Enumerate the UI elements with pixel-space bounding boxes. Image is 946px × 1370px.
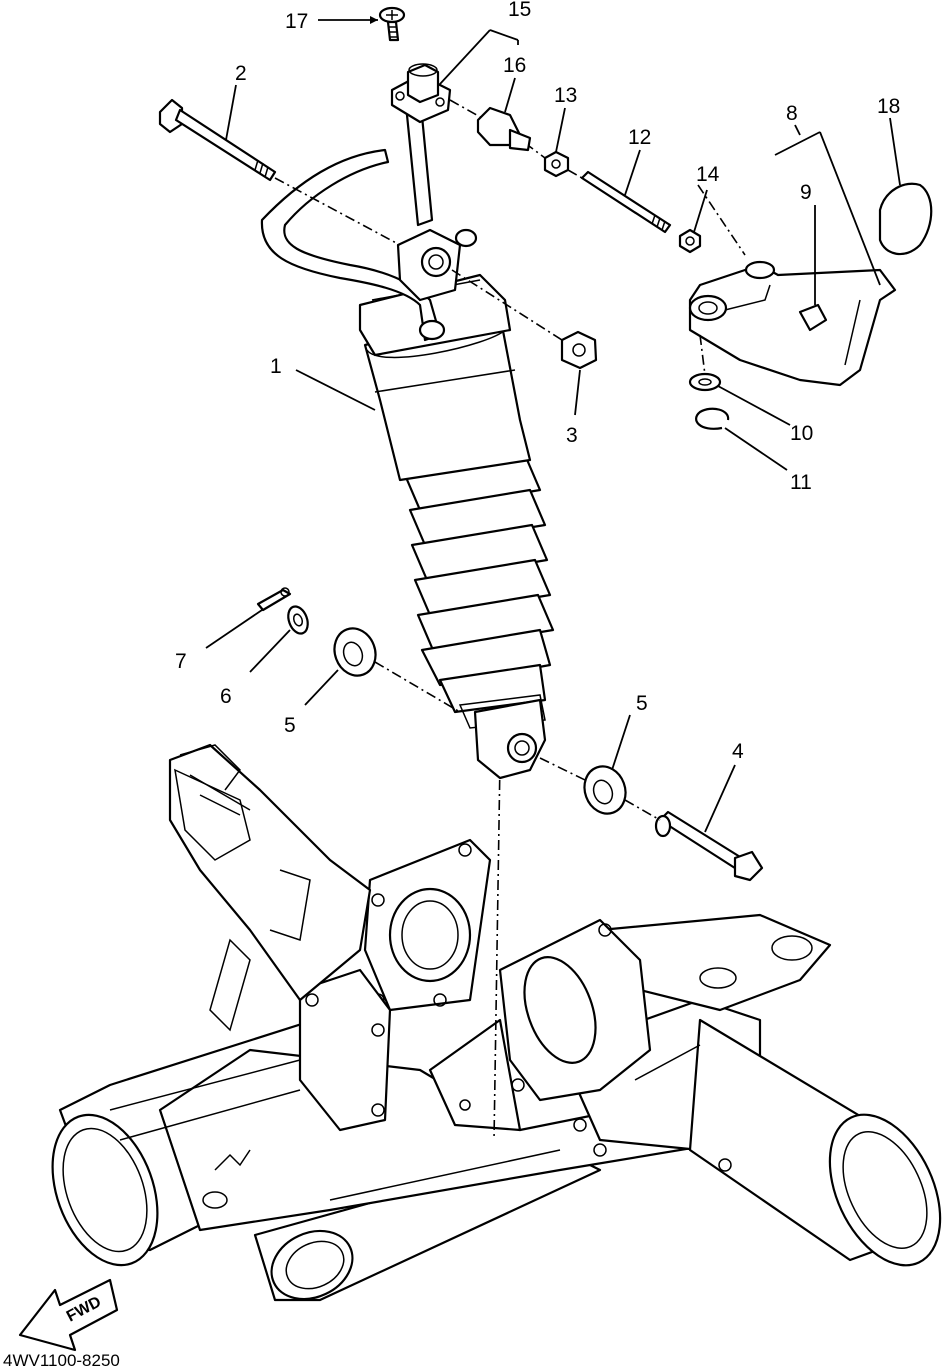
washer-6 [287,605,309,635]
thrust-cover-5-right [539,757,661,821]
callout-3: 3 [566,424,578,447]
cap-18 [878,182,933,256]
shock-mount-centerline [493,759,501,1141]
circlip-11 [695,407,730,430]
callout-13: 13 [554,84,577,107]
adjuster-rod-12 [580,170,672,234]
callout-10: 10 [790,422,813,445]
shock-absorber [260,93,555,780]
adjuster-knob-16 [476,106,532,152]
forward-arrow: FWD [18,1278,119,1352]
damper-adjuster-15 [390,63,483,124]
callout-16: 16 [503,54,526,77]
callout-15: 15 [508,0,531,21]
self-locking-nut-3 [451,269,598,370]
callout-1: 1 [270,355,282,378]
mounting-bolt-2 [158,98,401,246]
screw-17 [378,6,406,42]
swingarm-assembly [51,743,942,1302]
callout-11: 11 [790,471,812,494]
nut-13 [524,142,583,179]
callout-12: 12 [628,126,651,149]
callout-9: 9 [800,181,812,204]
leader-lines [205,16,901,833]
callout-17: 17 [285,10,308,33]
callout-8: 8 [786,102,798,125]
callout-6: 6 [220,685,232,708]
coil-spring [403,453,555,729]
callout-7: 7 [175,650,187,673]
washer-10 [688,372,722,392]
reservoir-bracket-8 [688,184,897,387]
callout-2: 2 [235,62,247,85]
nut-14 [678,228,702,254]
callout-numbers: 1 2 3 4 5 5 6 7 8 9 10 11 12 13 14 15 16… [175,0,900,763]
callout-5-right: 5 [636,692,648,715]
thrust-cover-5-left [333,627,461,713]
callout-18: 18 [877,95,900,118]
callout-14: 14 [696,163,720,186]
cotter-pin-7 [256,587,292,612]
diagram-code: 4WV1100-8250 [3,1351,120,1370]
callout-5-left: 5 [284,714,296,737]
lower-mounting-bolt-4 [654,810,764,882]
callout-4: 4 [732,740,744,763]
